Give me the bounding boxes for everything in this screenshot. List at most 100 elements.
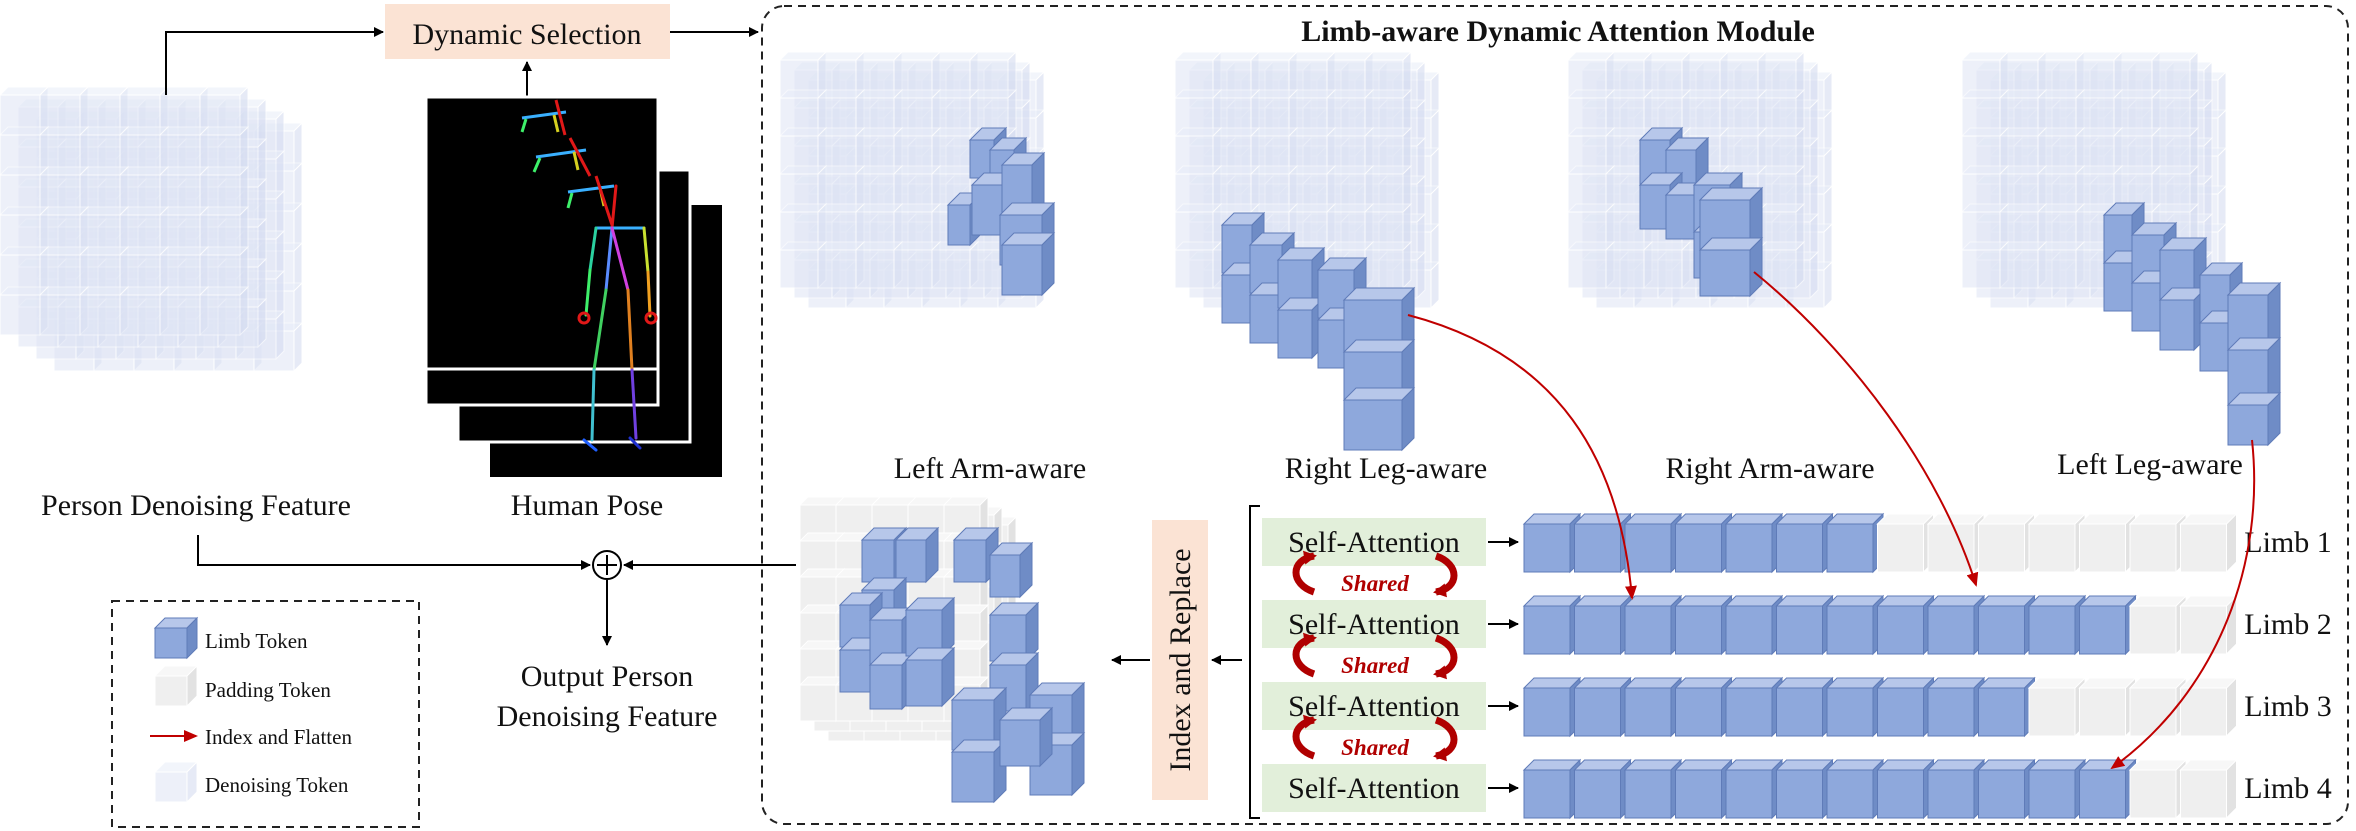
limb-token xyxy=(950,738,1008,804)
attention-group-brace xyxy=(1249,505,1260,819)
limb-token xyxy=(1623,676,1683,738)
self-attention-label: Self-Attention xyxy=(1288,772,1460,805)
limb-token xyxy=(1623,594,1683,656)
padding-token xyxy=(1876,512,1935,574)
limb-token xyxy=(2158,286,2208,352)
shared-label: Shared xyxy=(1341,653,1409,678)
index-replace-box xyxy=(1152,520,1208,800)
limb-token xyxy=(1674,594,1733,656)
limb-token xyxy=(1276,296,1326,360)
limb-token xyxy=(2226,281,2282,352)
padding-token xyxy=(2027,512,2087,574)
limb-token xyxy=(904,646,956,708)
limb-token xyxy=(1926,758,1986,820)
feature-to-selection-arrow xyxy=(165,27,384,95)
shared-weights-icon: Shared xyxy=(1292,632,1458,680)
limb-token xyxy=(988,601,1040,663)
padding-token xyxy=(1926,512,1986,574)
limb-token xyxy=(1573,594,1632,656)
denoising-token xyxy=(198,165,250,217)
padding-token xyxy=(2179,676,2238,738)
denoising-token xyxy=(0,285,50,337)
feature-to-plus-arrow xyxy=(197,535,591,570)
self-attention-label: Self-Attention xyxy=(1288,690,1460,723)
person-denoising-feature-volume xyxy=(0,85,304,373)
row-label-limb-2: Limb 2 xyxy=(2244,608,2332,641)
limb-token xyxy=(1724,512,1784,574)
limb-token xyxy=(1825,594,1885,656)
padding-token xyxy=(2179,758,2238,820)
padding-token xyxy=(2128,758,2188,820)
limb-token xyxy=(1522,758,1582,820)
limb-token xyxy=(2078,594,2137,656)
limb-token xyxy=(952,526,1000,584)
limb-token xyxy=(2027,758,2087,820)
legend-box xyxy=(111,600,420,828)
limb-token xyxy=(2027,594,2087,656)
limb-token xyxy=(2078,758,2137,820)
limb-token xyxy=(1775,758,1834,820)
denoising-token xyxy=(1363,50,1413,100)
legend-denoising-token: Denoising Token xyxy=(205,773,349,797)
legend-icons xyxy=(153,616,199,804)
shared-label: Shared xyxy=(1341,735,1409,760)
right-leg-aware-volume xyxy=(1173,50,1441,452)
index-flatten-arrow-left-leg xyxy=(2110,439,2256,770)
right-arm-aware-volume xyxy=(1566,50,1834,310)
limb-token xyxy=(1623,512,1683,574)
limb-token xyxy=(860,526,908,584)
denoising-token-icon xyxy=(153,760,199,804)
limb-token xyxy=(1698,236,1764,298)
limb-token xyxy=(1522,512,1582,574)
self-attention-block-2: Self-Attention xyxy=(1262,600,1486,648)
dynamic-selection-label: Dynamic Selection xyxy=(412,18,641,51)
limb-token xyxy=(1674,512,1733,574)
limb-token xyxy=(1977,758,2036,820)
limb-token xyxy=(1573,676,1632,738)
limb-token xyxy=(1342,386,1416,452)
index-flatten-arrow-right-leg xyxy=(1407,314,1637,600)
limb-token xyxy=(1724,594,1784,656)
module-border xyxy=(761,5,2349,825)
self-attention-label: Self-Attention xyxy=(1288,526,1460,559)
legend-index-flatten: Index and Flatten xyxy=(205,725,352,749)
human-pose-stack xyxy=(424,95,722,477)
limb-token xyxy=(1775,512,1834,574)
limb-token xyxy=(1926,676,1986,738)
limb-token xyxy=(988,541,1034,599)
padding-token-icon xyxy=(153,664,199,708)
limb-token xyxy=(2226,391,2282,447)
limb-token xyxy=(1825,758,1885,820)
token-rows xyxy=(1522,512,2238,820)
denoising-token xyxy=(198,285,250,337)
limb-token xyxy=(1522,594,1582,656)
limb-token xyxy=(1522,676,1582,738)
limb-token xyxy=(1825,676,1885,738)
limb-token-icon xyxy=(153,616,199,660)
self-attention-block-1: Self-Attention xyxy=(1262,518,1486,566)
left-leg-aware-volume xyxy=(1960,50,2282,447)
denoising-token xyxy=(1363,240,1413,290)
person-feature-label: Person Denoising Feature xyxy=(41,489,351,522)
limb-token xyxy=(1724,758,1784,820)
denoising-token xyxy=(158,285,210,337)
padding-token xyxy=(2179,512,2238,574)
limb-token xyxy=(904,596,956,658)
limb-token xyxy=(1876,758,1935,820)
limb-view-label-left-leg: Left Leg-aware xyxy=(2057,448,2243,481)
legend-padding-token: Padding Token xyxy=(205,678,331,702)
shared-label: Shared xyxy=(1341,571,1409,596)
padding-token xyxy=(2128,594,2188,656)
limb-token xyxy=(1674,676,1733,738)
limb-token xyxy=(1775,676,1834,738)
limb-token xyxy=(1724,676,1784,738)
padding-token xyxy=(2027,676,2087,738)
padding-token xyxy=(1977,512,2036,574)
self-attention-block-4: Self-Attention xyxy=(1262,764,1486,812)
limb-token xyxy=(1775,594,1834,656)
padding-token xyxy=(798,675,846,723)
output-label-line-1: Output Person xyxy=(521,660,694,693)
limb-view-label-right-arm: Right Arm-aware xyxy=(1665,452,1874,485)
human-pose-label: Human Pose xyxy=(511,489,664,522)
